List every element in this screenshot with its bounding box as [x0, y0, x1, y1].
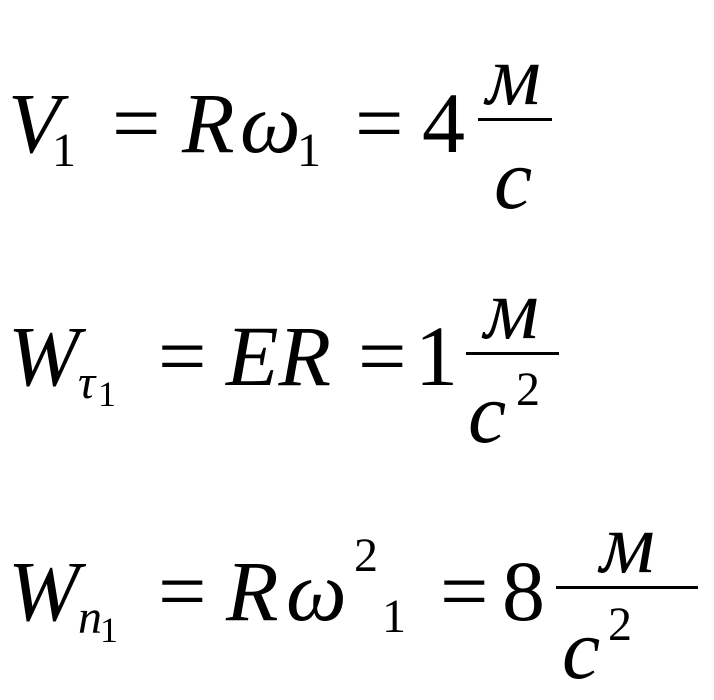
omega-symbol: ω [240, 75, 301, 171]
n-subscript: n [78, 591, 102, 644]
equals-sign-6: = [440, 543, 489, 639]
tau-subscript: τ [78, 356, 96, 409]
equals-sign-2: = [355, 75, 404, 171]
omega-subscript: 1 [297, 124, 321, 177]
unit-denominator: с [468, 365, 507, 461]
v-symbol: V [8, 75, 61, 171]
v-subscript: 1 [52, 124, 76, 177]
fraction-bar [478, 118, 552, 121]
n-subsubscript: 1 [100, 610, 118, 650]
unit-numerator: м [486, 27, 541, 123]
omega-subscript: 1 [382, 590, 406, 643]
w-symbol: W [8, 543, 80, 639]
omega-exponent: 2 [354, 529, 378, 582]
omega-symbol: ω [286, 543, 347, 639]
equals-sign-1: = [112, 75, 161, 171]
er-product: ER [226, 308, 332, 404]
unit-numerator: м [484, 261, 539, 357]
w-symbol: W [8, 308, 80, 404]
normal-value: 8 [502, 543, 545, 639]
unit-exponent: 2 [608, 598, 632, 651]
fraction-bar [556, 586, 698, 589]
equals-sign-4: = [358, 308, 407, 404]
unit-denominator: с [562, 601, 601, 697]
r-symbol: R [226, 543, 279, 639]
unit-exponent: 2 [516, 363, 540, 416]
r-symbol: R [182, 75, 235, 171]
tau-subsubscript: 1 [98, 374, 116, 414]
equals-sign-3: = [158, 308, 207, 404]
fraction-bar [466, 352, 559, 355]
unit-numerator: м [600, 495, 655, 591]
unit-denominator: с [494, 131, 533, 227]
equation-velocity: V 1 = R ω 1 = 4 м с [0, 0, 714, 233]
equals-sign-5: = [158, 543, 207, 639]
tangential-value: 1 [415, 308, 458, 404]
equation-tangential-acceleration: W τ 1 = ER = 1 м с 2 [0, 0, 714, 456]
velocity-value: 4 [422, 75, 465, 171]
